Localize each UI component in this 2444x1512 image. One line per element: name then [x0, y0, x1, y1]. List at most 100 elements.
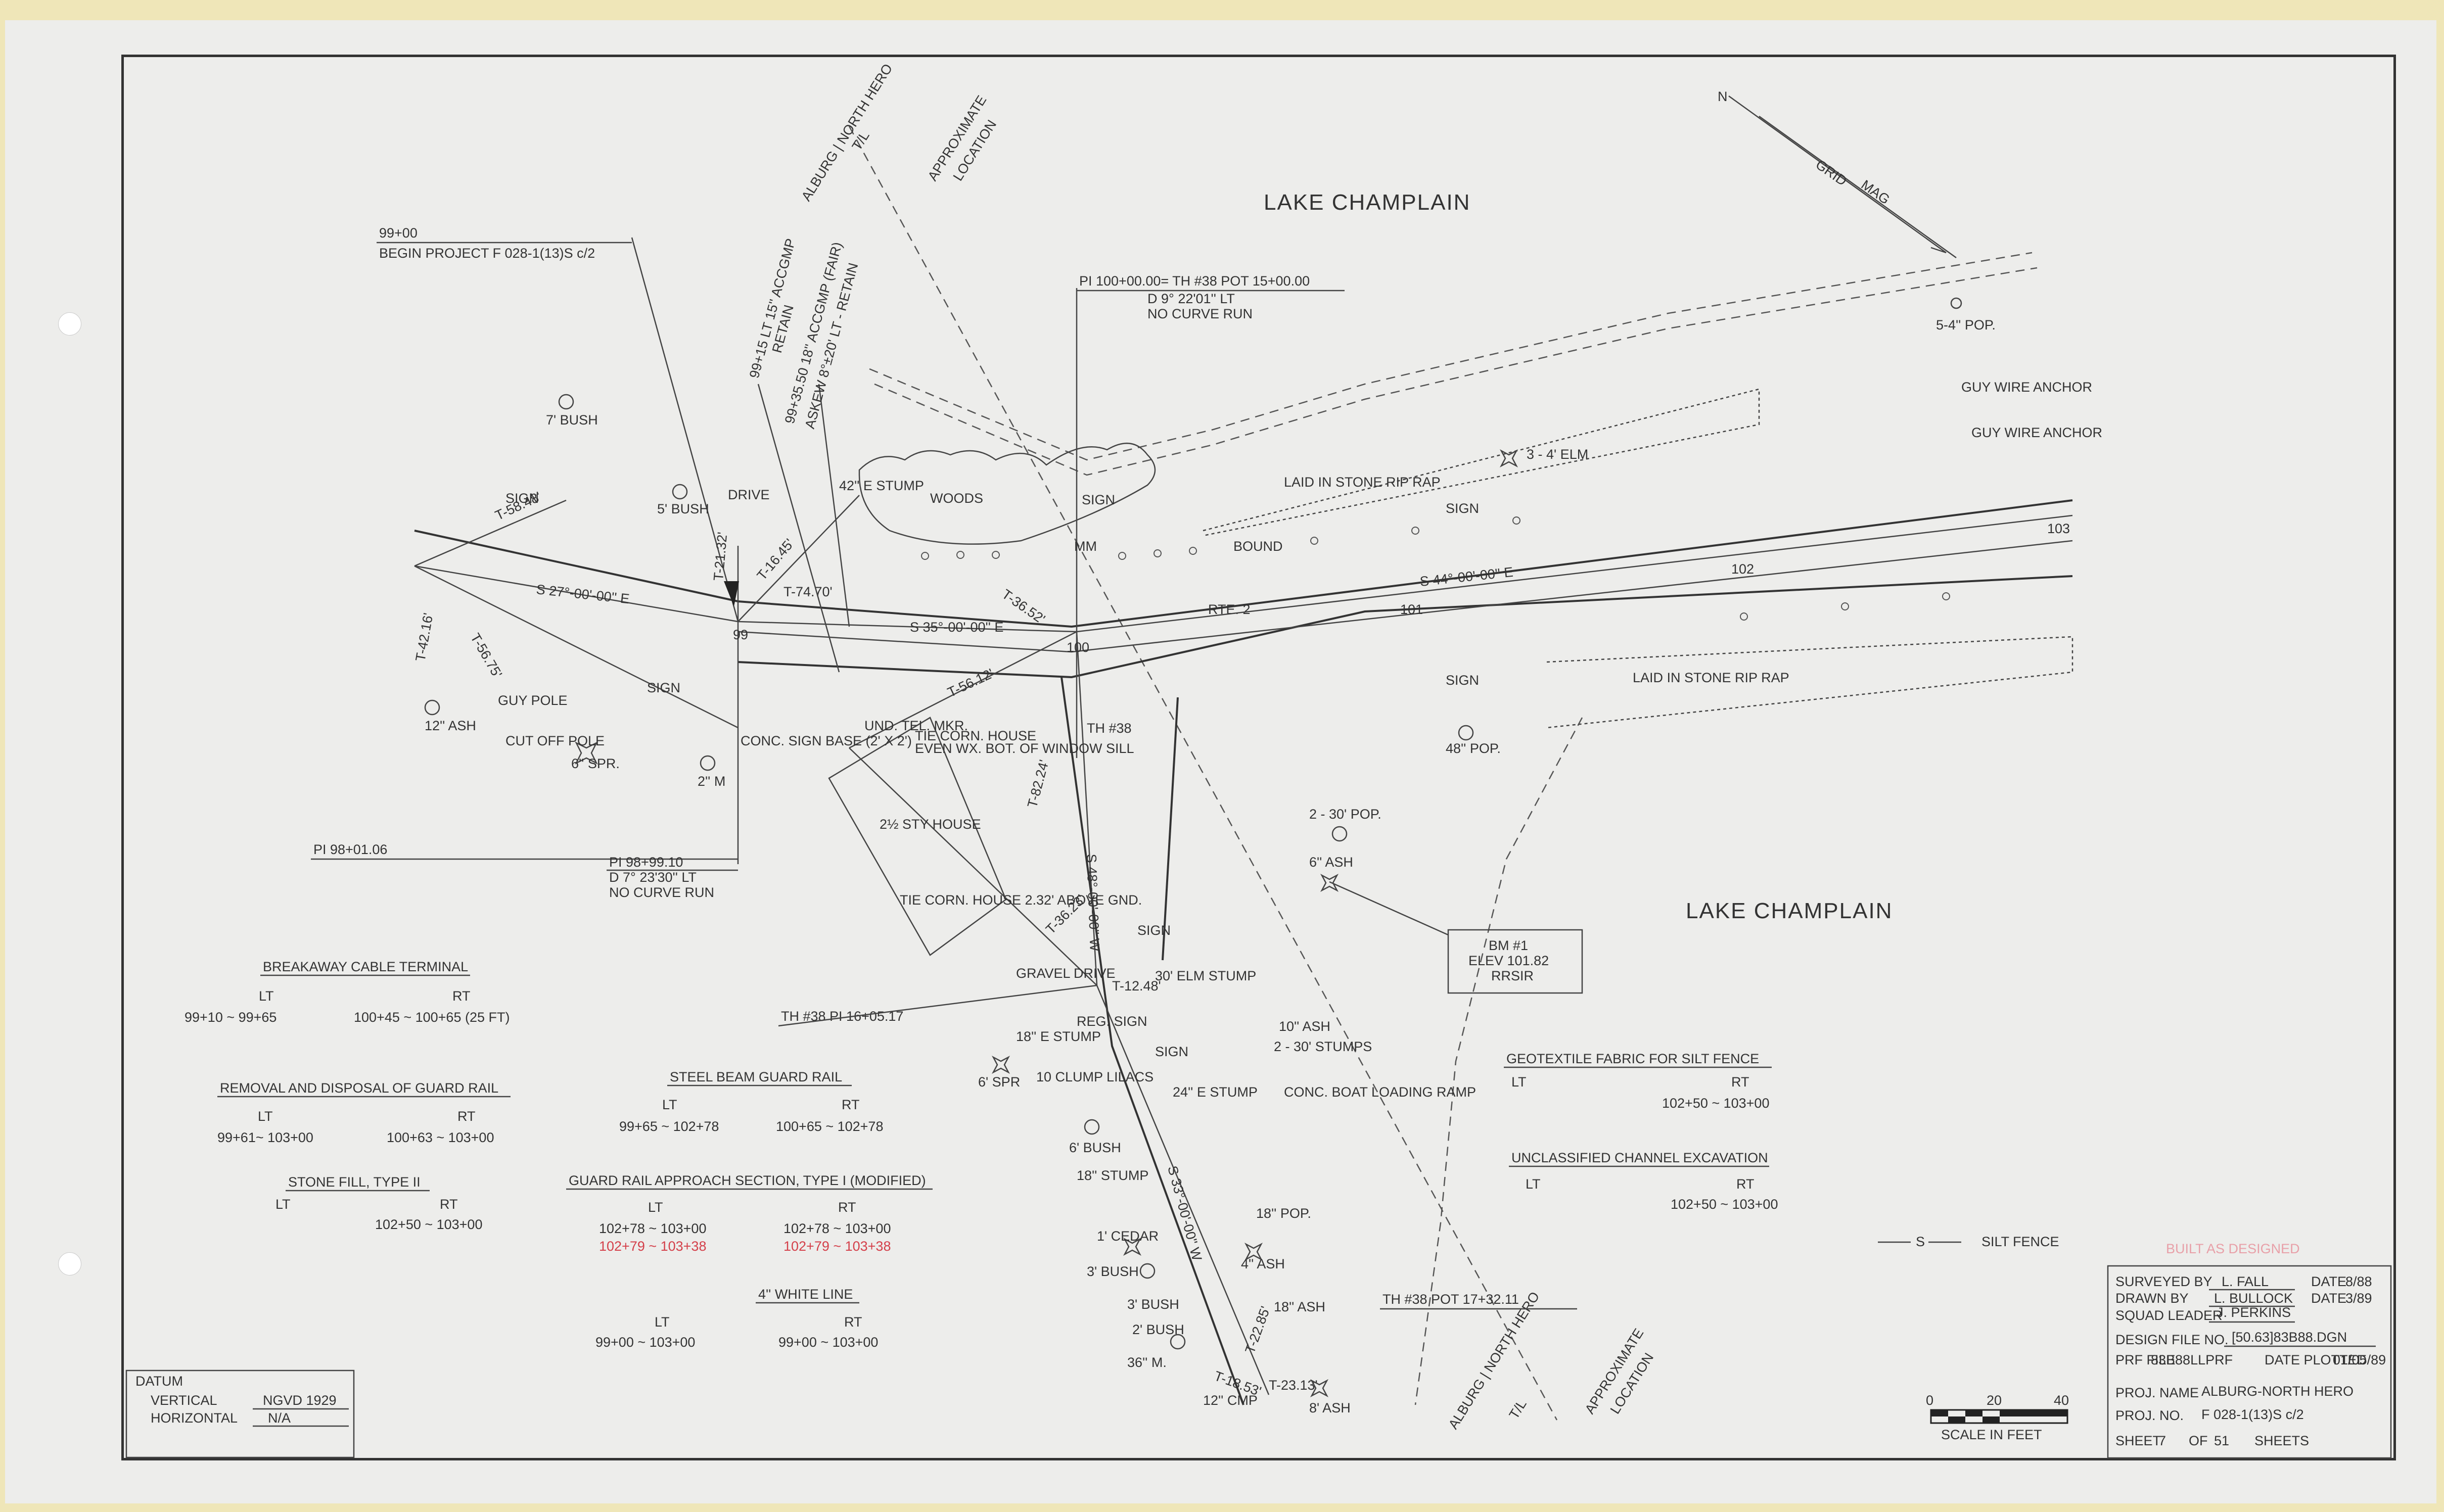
- tb-value: 01/05/89: [2333, 1352, 2386, 1367]
- feature-label: TIE CORN. HOUSE 2.32' ABOVE GND.: [900, 892, 1142, 908]
- road: RTE. 2: [414, 499, 2073, 1405]
- qty-lt: 99+61~ 103+00: [217, 1130, 313, 1145]
- tb-value: [50.63]83B88.DGN: [2232, 1330, 2347, 1345]
- feature-label: 6' SPR: [978, 1074, 1020, 1090]
- feature-label: CONC. SIGN BASE (2' X 2'): [741, 733, 912, 748]
- bm-desc: RRSIR: [1491, 968, 1534, 983]
- bearing-label: S 33°-00'-00'' W: [1165, 1164, 1205, 1263]
- tb-value: L. BULLOCK: [2214, 1291, 2293, 1306]
- feature-label: 12'' CMP: [1203, 1393, 1258, 1408]
- tb-value: J. PERKINS: [2217, 1305, 2291, 1320]
- qty-rt-head: RT: [457, 1109, 476, 1124]
- feature-label: 8' ASH: [1309, 1400, 1351, 1415]
- tb-label: SHEET: [2115, 1433, 2161, 1448]
- pi-label: PI 98+99.10: [609, 855, 683, 870]
- qty-rt-head: RT: [844, 1314, 862, 1330]
- station-label: 100: [1067, 640, 1089, 655]
- feature-label: 1' CEDAR: [1097, 1228, 1159, 1244]
- feature-label: CONC. BOAT LOADING RAMP: [1284, 1084, 1476, 1100]
- feature-label: GUY WIRE ANCHOR: [1961, 380, 2092, 395]
- qty-rt: 102+50 ~ 103+00: [1662, 1096, 1769, 1111]
- tb-label: PROJ. NAME: [2115, 1385, 2199, 1400]
- tb-label: DRAWN BY: [2115, 1291, 2189, 1306]
- datum-title: DATUM: [135, 1374, 183, 1389]
- feature-label: SIGN: [1446, 501, 1479, 516]
- begin-project: BEGIN PROJECT F 028-1(13)S c/2: [379, 246, 595, 261]
- qty-rt-head: RT: [842, 1097, 860, 1112]
- feature-label: 30' ELM STUMP: [1155, 968, 1256, 983]
- feature-label: 18'' E STUMP: [1016, 1029, 1101, 1044]
- guardrail-posts: [921, 516, 1950, 621]
- datum-horizontal-label: HORIZONTAL: [151, 1410, 238, 1426]
- feature-label: 6' BUSH: [1069, 1140, 1121, 1155]
- qty-title: GEOTEXTILE FABRIC FOR SILT FENCE: [1506, 1051, 1759, 1066]
- rip-rap: LAID IN STONE RIP RAP LAID IN STONE RIP …: [1203, 388, 2073, 729]
- shoreline: [869, 252, 2038, 1405]
- tb-label: SURVEYED BY: [2115, 1274, 2212, 1289]
- tb-value: 83B88LLPRF: [2151, 1352, 2233, 1367]
- qty-rt-head: RT: [1736, 1176, 1755, 1192]
- qty-rt: 100+63 ~ 103+00: [387, 1130, 494, 1145]
- feature-label: 2 - 30' POP.: [1309, 807, 1381, 822]
- tb-label: DESIGN FILE NO.: [2115, 1332, 2229, 1347]
- quantity-table: STEEL BEAM GUARD RAIL LT RT 99+65 ~ 102+…: [619, 1069, 883, 1134]
- feature-label: EVEN WX. BOT. OF WINDOW SILL: [915, 741, 1134, 756]
- feature-label: 3 - 4' ELM: [1527, 447, 1588, 462]
- tree-icons: [424, 297, 1962, 1398]
- feature-label: UND. TEL. MKR.: [864, 718, 968, 733]
- datum-horizontal-value: N/A: [268, 1410, 291, 1426]
- tb-value: ALBURG-NORTH HERO: [2201, 1384, 2354, 1399]
- tangent-label: T-12.48': [1112, 978, 1161, 994]
- qty-lt: 102+78 ~ 103+00: [599, 1221, 706, 1236]
- tangent-label: T-56.75': [468, 631, 505, 681]
- bearing-label: S 48°-00'-00'' W: [1084, 854, 1102, 952]
- tangent-label: T-82.24': [1025, 758, 1052, 809]
- feature-label: SIGN: [1137, 923, 1171, 938]
- qty-rt-head: RT: [1731, 1074, 1749, 1090]
- tb-value: 7: [2158, 1433, 2166, 1448]
- feature-label: 6'' SPR.: [571, 756, 620, 771]
- qty-rt: 102+50 ~ 103+00: [375, 1217, 482, 1232]
- feature-label: 18'' POP.: [1256, 1206, 1311, 1221]
- qty-lt: 99+00 ~ 103+00: [595, 1335, 695, 1350]
- townline-towns: ALBURG | NORTH HERO: [1446, 1289, 1543, 1432]
- tb-value: 8/88: [2345, 1274, 2372, 1289]
- feature-label: 36'' M.: [1127, 1355, 1167, 1370]
- datum-vertical-value: NGVD 1929: [263, 1393, 337, 1408]
- qty-rt: 102+50 ~ 103+00: [1671, 1197, 1778, 1212]
- bearings: S 27°-00'-00'' E S 35°-00'-00'' E S 44°-…: [535, 564, 1514, 1263]
- station-label: 103: [2047, 521, 2070, 536]
- qty-lt-head: LT: [259, 988, 274, 1004]
- qty-lt: 99+65 ~ 102+78: [619, 1119, 719, 1134]
- riprap-label: LAID IN STONE RIP RAP: [1633, 670, 1789, 685]
- feature-label: 4'' ASH: [1241, 1256, 1285, 1271]
- qty-title: STEEL BEAM GUARD RAIL: [670, 1069, 842, 1084]
- qty-rt: 99+00 ~ 103+00: [778, 1335, 878, 1350]
- tb-label: DATE PLOTTED: [2265, 1352, 2367, 1367]
- silt-fence-label: SILT FENCE: [1981, 1234, 2059, 1249]
- drawing-sheet: [5, 20, 2436, 1503]
- qty-rt-head: RT: [440, 1197, 458, 1212]
- qty-rt: 102+78 ~ 103+00: [783, 1221, 891, 1236]
- feature-label: GRAVEL DRIVE: [1016, 966, 1116, 981]
- feature-label: BOUND: [1233, 539, 1283, 554]
- grid-label: GRID: [1813, 157, 1850, 188]
- qty-lt-head: LT: [1511, 1074, 1527, 1090]
- feature-label: 24'' E STUMP: [1173, 1084, 1258, 1100]
- feature-label: WOODS: [930, 491, 983, 506]
- townline-towns: ALBURG | NORTH HERO: [799, 61, 896, 204]
- qty-title: UNCLASSIFIED CHANNEL EXCAVATION: [1511, 1150, 1768, 1165]
- qty-title: STONE FILL, TYPE II: [288, 1174, 421, 1190]
- feature-label: SIGN: [1446, 673, 1479, 688]
- qty-lt: 99+10 ~ 99+65: [185, 1010, 276, 1025]
- quantity-table: 4'' WHITE LINE LT RT 99+00 ~ 103+00 99+0…: [595, 1287, 878, 1350]
- bearing-label: S 27°-00'-00'' E: [535, 582, 630, 606]
- qty-rt-head: RT: [838, 1200, 856, 1215]
- feature-label: 3' BUSH: [1087, 1264, 1139, 1279]
- qty-rt-head: RT: [452, 988, 471, 1004]
- tangent-label: T-74.70': [783, 584, 833, 599]
- qty-title: REMOVAL AND DISPOSAL OF GUARD RAIL: [220, 1080, 498, 1096]
- datum-box: DATUM VERTICAL NGVD 1929 HORIZONTAL N/A: [125, 1369, 355, 1458]
- drawing-frame: [121, 55, 2396, 1460]
